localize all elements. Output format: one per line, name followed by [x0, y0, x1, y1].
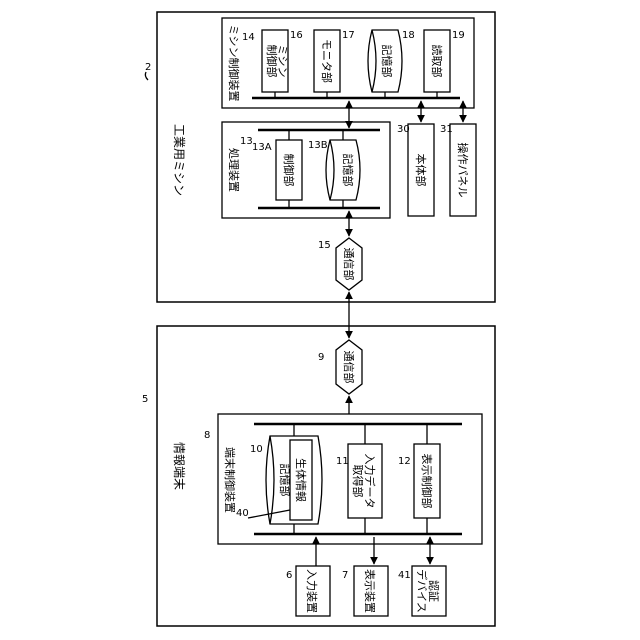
panel-label: 操作パネル [456, 143, 470, 198]
processing-title: 処理装置 [227, 148, 240, 192]
body-ref: 30 [397, 124, 410, 135]
reader-ref: 19 [452, 30, 465, 41]
operation-panel: 操作パネル 31 [440, 124, 476, 216]
terminal-comm-label: 通信部 [342, 351, 356, 384]
machine-ref: 2 [145, 62, 151, 73]
processing-device: 処理装置 13 制御部 13A 記憶部 13B [222, 122, 390, 218]
machine-comm-label: 通信部 [342, 248, 356, 281]
terminal-controller: 端末制御装置 8 記憶部 10 生体情報 40 入力データ 取得部 11 [204, 414, 482, 544]
terminal-controller-ref: 8 [204, 430, 210, 441]
panel-ref: 31 [440, 124, 453, 135]
terminal-controller-title: 端末制御装置 [223, 447, 237, 513]
terminal-storage-ref: 10 [250, 444, 263, 455]
terminal-comm-ref: 9 [318, 352, 324, 363]
processing-storage-label: 記憶部 [341, 154, 355, 187]
reader-label: 読取部 [430, 45, 444, 78]
machine-ref-leader [145, 72, 148, 80]
sewing-control-ref: 16 [290, 30, 303, 41]
machine-comm-ref: 15 [318, 240, 331, 251]
body-unit: 本体部 30 [397, 124, 434, 216]
sewing-control-line2: 制御部 [265, 45, 279, 78]
auth-device: 認証 デバイス 41 [398, 566, 446, 616]
terminal-title: 情報端末 [172, 442, 186, 490]
sewing-storage-label: 記憶部 [380, 45, 394, 78]
sewing-storage-ref: 18 [402, 30, 415, 41]
display-device: 表示装置 7 [342, 566, 388, 616]
sewing-controller-ref: 14 [242, 32, 255, 43]
input-device-label: 入力装置 [305, 569, 318, 613]
bio-info-ref: 40 [236, 508, 249, 519]
monitor-label: モニタ部 [320, 39, 334, 83]
display-ctrl-ref: 12 [398, 456, 411, 467]
monitor-ref: 17 [342, 30, 355, 41]
bio-info: 生体情報 [290, 440, 312, 520]
terminal-comm-unit: 通信部 9 [318, 340, 362, 394]
input-device: 入力装置 6 [286, 566, 330, 616]
input-device-ref: 6 [286, 570, 292, 581]
auth-device-line1: 認証 [427, 580, 441, 602]
sewing-controller-title: ミシン制御装置 [227, 25, 241, 102]
input-acq-line1: 入力データ [363, 454, 377, 509]
auth-device-ref: 41 [398, 570, 411, 581]
processing-control-label: 制御部 [282, 154, 296, 187]
input-acq-line2: 取得部 [351, 465, 365, 498]
display-ctrl-label: 表示制御部 [420, 454, 434, 509]
machine-title: 工業用ミシン [172, 124, 186, 196]
terminal-ref: 5 [142, 394, 148, 405]
machine-comm-unit: 通信部 15 [318, 238, 362, 290]
sewing-controller: ミシン制御装置 14 ミシン 制御部 16 モニタ部 17 記憶部 18 読取部… [222, 18, 474, 108]
bio-info-label: 生体情報 [294, 458, 308, 502]
processing-storage-ref: 13B [308, 140, 328, 151]
body-label: 本体部 [414, 154, 428, 187]
auth-device-line2: デバイス [415, 569, 429, 613]
input-acq-ref: 11 [336, 456, 349, 467]
display-device-ref: 7 [342, 570, 348, 581]
processing-control-ref: 13A [252, 142, 272, 153]
processing-ref: 13 [240, 136, 253, 147]
display-device-label: 表示装置 [363, 569, 377, 613]
